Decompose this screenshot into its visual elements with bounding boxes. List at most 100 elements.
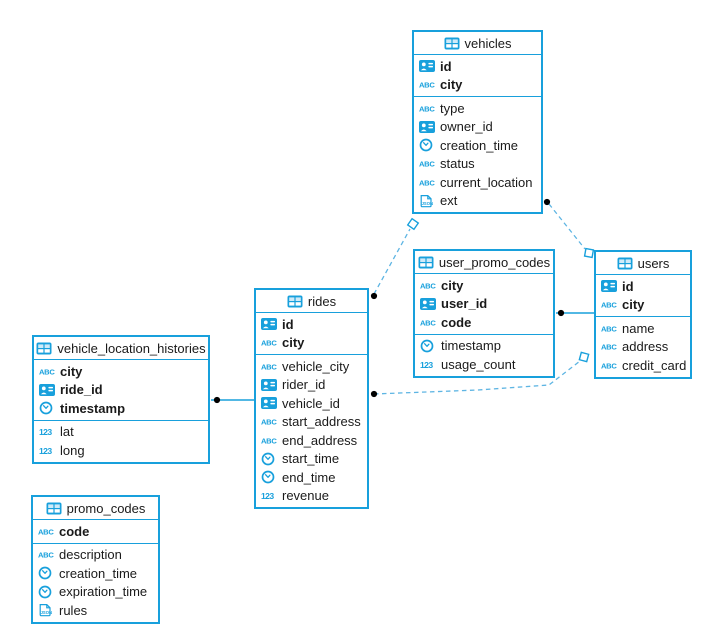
field-row-id[interactable]: id [414, 57, 541, 76]
field-row-id[interactable]: id [596, 277, 690, 296]
table-header[interactable]: promo_codes [33, 497, 158, 520]
field-row-timestamp[interactable]: timestamp [415, 337, 553, 356]
field-row-vehicle_id[interactable]: vehicle_id [256, 394, 367, 413]
field-row-usage_count[interactable]: 123 usage_count [415, 355, 553, 374]
field-row-expiration_time[interactable]: expiration_time [33, 583, 158, 602]
svg-text:JSON: JSON [422, 201, 433, 206]
abc-icon: ABC [601, 323, 622, 334]
field-row-end_address[interactable]: ABC end_address [256, 431, 367, 450]
id-card-icon [261, 378, 282, 391]
numeric-123-icon: 123 [39, 445, 60, 456]
id-card-icon [261, 397, 282, 410]
svg-text:ABC: ABC [39, 367, 55, 376]
field-name: code [441, 314, 472, 330]
field-name: usage_count [441, 356, 516, 372]
clock-icon [38, 585, 59, 599]
field-row-start_time[interactable]: start_time [256, 450, 367, 469]
svg-text:ABC: ABC [601, 361, 617, 370]
field-row-creation_time[interactable]: creation_time [33, 564, 158, 583]
field-row-rider_id[interactable]: rider_id [256, 376, 367, 395]
svg-text:ABC: ABC [261, 436, 277, 445]
id-card-icon [39, 383, 60, 396]
field-name: timestamp [441, 338, 501, 354]
field-name: id [282, 316, 294, 332]
clock-icon [419, 138, 440, 152]
field-row-end_time[interactable]: end_time [256, 468, 367, 487]
field-name: city [441, 277, 464, 293]
abc-icon: ABC [601, 341, 622, 352]
svg-text:ABC: ABC [419, 178, 435, 187]
field-name: user_id [441, 296, 488, 312]
field-name: owner_id [440, 119, 493, 135]
table-title: vehicle_location_histories [57, 340, 206, 356]
abc-icon: ABC [261, 435, 282, 446]
svg-text:ABC: ABC [38, 551, 54, 560]
field-name: credit_card [622, 357, 687, 373]
abc-icon: ABC [419, 177, 440, 188]
field-row-ride_id[interactable]: ride_id [34, 381, 208, 400]
table-grid-icon [36, 342, 52, 355]
field-name: type [440, 100, 465, 116]
field-name: description [59, 547, 122, 563]
json-doc-icon: JSON [38, 603, 59, 617]
field-row-id[interactable]: id [256, 315, 367, 334]
id-card-icon [261, 318, 282, 331]
field-name: vehicle_id [282, 395, 340, 411]
field-row-credit_card[interactable]: ABC credit_card [596, 356, 690, 375]
table-header[interactable]: user_promo_codes [415, 251, 553, 274]
field-name: expiration_time [59, 584, 148, 600]
numeric-123-icon: 123 [420, 359, 441, 370]
table-header[interactable]: vehicles [414, 32, 541, 55]
field-name: lat [60, 424, 74, 440]
field-row-timestamp[interactable]: timestamp [34, 399, 208, 418]
field-row-creation_time[interactable]: creation_time [414, 136, 541, 155]
field-name: city [282, 335, 305, 351]
field-row-owner_id[interactable]: owner_id [414, 118, 541, 137]
svg-text:123: 123 [420, 360, 433, 370]
svg-text:ABC: ABC [261, 418, 277, 427]
relation-vehicle_location_histories-rides [211, 396, 256, 404]
field-name: end_address [282, 432, 358, 448]
field-row-description[interactable]: ABC description [33, 546, 158, 565]
table-header[interactable]: vehicle_location_histories [34, 337, 208, 360]
svg-text:ABC: ABC [601, 343, 617, 352]
clock-icon [420, 339, 441, 353]
numeric-123-icon: 123 [261, 490, 282, 501]
field-row-user_id[interactable]: user_id [415, 295, 553, 314]
svg-text:ABC: ABC [601, 324, 617, 333]
columns-section: ABC description creation_time expiration_ti… [33, 544, 158, 622]
table-header[interactable]: rides [256, 290, 367, 313]
table-header[interactable]: users [596, 252, 690, 275]
field-name: code [59, 523, 90, 539]
field-name: end_time [282, 469, 336, 485]
field-name: creation_time [59, 565, 138, 581]
